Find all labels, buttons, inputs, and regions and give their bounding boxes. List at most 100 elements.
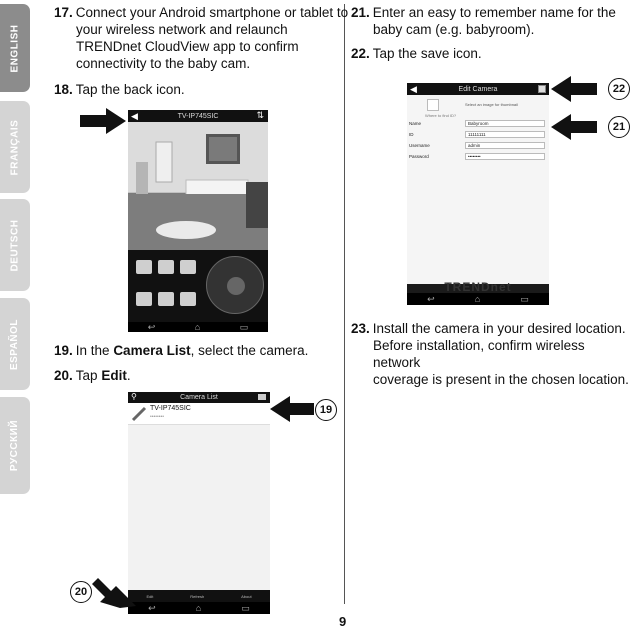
password-field[interactable]: •••••••• [465,153,545,160]
id-field[interactable]: 11111111 [465,131,545,138]
nav-back-icon[interactable]: ↩ [427,293,435,304]
list-title: Camera List [180,394,218,401]
rotate-icon[interactable]: ⇅ [256,110,264,120]
add-camera-icon[interactable] [258,394,266,400]
nav-home-icon[interactable]: ⌂ [474,294,481,304]
username-label: Username [409,143,430,148]
username-field[interactable]: admin [465,142,545,149]
title-bar: ◀ Edit Camera [407,83,549,95]
step-bold: Camera List [113,343,191,358]
step-21: 21.Enter an easy to remember name for th… [351,4,616,38]
settings-icon[interactable] [136,292,152,306]
id-hint[interactable]: Where to find ID? [425,113,457,118]
name-label: Name [409,121,422,126]
nav-back-icon[interactable]: ↩ [147,321,156,332]
step-text: Tap [75,368,102,383]
step-text: . [126,368,131,383]
edit-button[interactable]: Edit [146,593,154,599]
tab-label: DEUTSCH [9,219,21,271]
arrow-pointer-icon [551,76,597,102]
tab-deutsch[interactable]: DEUTSCH [0,199,30,291]
password-label: Password [409,154,429,159]
step-18: 18.Tap the back icon. [54,81,185,98]
callout-20: 20 [70,581,92,603]
callout-22: 22 [608,78,630,100]
nav-back-icon[interactable]: ↩ [148,602,156,613]
list-toolbar: Edit Refresh About [128,590,270,602]
brand-logo: TRENDnet [444,280,512,294]
list-item[interactable]: TV-IP745SIC •••••••• [128,403,270,425]
step-number: 18. [54,82,73,97]
step-text: connectivity to the baby cam. [76,56,251,71]
arrow-pointer-icon [80,108,126,134]
pan-tilt-pad[interactable] [206,256,264,314]
name-field[interactable]: Babyroom [465,120,545,127]
arrow-pointer-icon [92,578,136,608]
snapshot-icon[interactable] [136,260,152,274]
tab-label: ESPAÑOL [9,318,21,370]
tab-label: ENGLISH [9,24,21,72]
step-23: 23.Install the camera in your desired lo… [351,320,633,388]
thumbnail-placeholder[interactable] [427,99,439,111]
step-number: 21. [351,5,370,20]
step-text: coverage is present in the chosen locati… [373,372,629,387]
step-text: Before installation, confirm wireless ne… [373,338,585,370]
id-label: ID [409,132,414,137]
edit-form: Select an image for thumbnail Where to f… [407,95,549,284]
phone-live-view: ◀ TV-IP745SIC ⇅ ↩ ⌂ ▭ [128,110,268,332]
search-icon[interactable]: ⚲ [131,392,137,401]
callout-19: 19 [315,399,337,421]
tab-label: РУССКИЙ [9,419,21,472]
nav-home-icon[interactable]: ⌂ [195,603,202,613]
save-icon[interactable] [538,85,546,93]
tab-english[interactable]: ENGLISH [0,4,30,92]
title-bar: ⚲ Camera List [128,392,270,403]
step-text: Install the camera in your desired locat… [372,321,626,336]
page-number: 9 [339,614,347,629]
speaker-icon[interactable] [180,260,196,274]
arrow-pointer-icon [270,396,314,422]
step-number: 17. [54,5,73,20]
nav-recent-icon[interactable]: ▭ [239,321,249,332]
phone-camera-list: ⚲ Camera List TV-IP745SIC •••••••• Edit … [128,392,270,614]
camera-id: •••••••• [150,414,165,420]
step-20: 20.Tap Edit. [54,367,131,384]
edit-title: Edit Camera [458,85,498,93]
back-icon[interactable]: ◀ [410,84,417,94]
back-icon[interactable]: ◀ [131,111,138,121]
step-number: 23. [351,321,370,336]
home-icon[interactable] [227,277,245,295]
nav-recent-icon[interactable]: ▭ [241,602,250,613]
step-22: 22.Tap the save icon. [351,45,482,62]
refresh-button[interactable]: Refresh [190,593,205,599]
tab-espanol[interactable]: ESPAÑOL [0,298,30,390]
nav-recent-icon[interactable]: ▭ [520,293,529,304]
camera-list: TV-IP745SIC •••••••• [128,403,270,592]
tab-francais[interactable]: FRANÇAIS [0,101,30,193]
step-17: 17.Connect your Android smartphone or ta… [54,4,348,72]
microphone-icon[interactable] [158,260,174,274]
step-text: your wireless network and relaunch [76,22,288,37]
android-navbar: ↩ ⌂ ▭ [128,602,270,614]
tab-label: FRANÇAIS [9,119,21,175]
step-text: In the [75,343,114,358]
nav-home-icon[interactable]: ⌂ [194,322,201,332]
about-button[interactable]: About [241,593,252,599]
column-divider [344,4,345,604]
thumbnail-hint: Select an image for thumbnail [465,102,518,107]
tools-icon[interactable] [158,292,174,306]
arrow-pointer-icon [551,114,597,140]
step-number: 19. [54,343,73,358]
step-bold: Edit [101,368,127,383]
tab-russian[interactable]: РУССКИЙ [0,397,30,494]
step-text: , select the camera. [190,343,309,358]
step-number: 22. [351,46,370,61]
music-icon[interactable] [180,292,196,306]
camera-title: TV-IP745SIC [177,112,219,120]
step-19: 19.In the Camera List, select the camera… [54,342,308,359]
step-text: Connect your Android smartphone or table… [75,5,349,20]
step-text: Tap the back icon. [75,82,185,97]
android-navbar: ↩ ⌂ ▭ [407,293,549,305]
step-text: TRENDnet CloudView app to confirm [76,39,299,54]
room-image [128,122,268,250]
